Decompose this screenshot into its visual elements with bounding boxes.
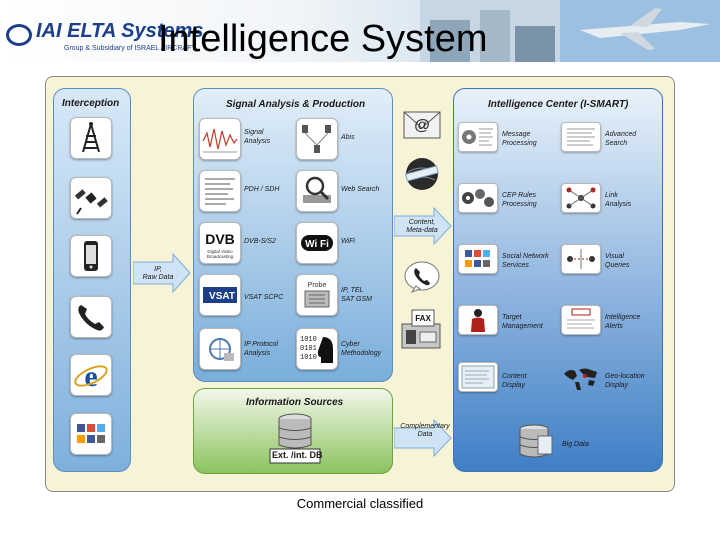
information-sources-title: Information Sources xyxy=(246,397,344,408)
big-data-label: Big Data xyxy=(562,441,589,448)
svg-text:1010: 1010 xyxy=(300,354,317,362)
antenna-tower-icon xyxy=(70,117,112,159)
waveform-icon xyxy=(199,118,241,160)
complementary-label: Complementary Data xyxy=(400,423,450,438)
vsat-label: VSAT SCPC xyxy=(244,294,284,301)
social-network-label: Social Network Services xyxy=(502,253,549,269)
mobile-phone-icon xyxy=(70,235,112,277)
gears-icon xyxy=(458,183,498,213)
complementary-arrow xyxy=(394,418,452,458)
link-graph-icon xyxy=(561,183,601,213)
interception-title: Interception xyxy=(62,98,120,109)
visual-query-icon xyxy=(561,244,601,274)
satellite-icon xyxy=(70,177,112,219)
message-processing-label: Message Processing xyxy=(502,131,537,147)
visual-queries-label: Visual Queries xyxy=(605,253,630,269)
gears-doc-icon xyxy=(458,122,498,152)
svg-text:@: @ xyxy=(414,117,430,134)
signal-analysis-label: Signal Analysis xyxy=(244,129,271,145)
content-meta-arrow xyxy=(394,206,452,246)
logo-text: IAI ELTA Systems xyxy=(36,20,204,42)
magnifier-laptop-icon xyxy=(296,170,338,212)
svg-text:1010: 1010 xyxy=(300,336,317,344)
cyber-methodology-label: Cyber Methodology xyxy=(341,341,382,357)
network-nodes-icon xyxy=(296,118,338,160)
social-media-icon xyxy=(70,413,112,455)
ip-protocol-label: IP Protocol Analysis xyxy=(244,341,278,357)
link-analysis-label: Link Analysis xyxy=(605,192,632,208)
alert-doc-icon xyxy=(561,305,601,335)
phone-bubble-icon xyxy=(404,261,440,294)
iai-logo-icon xyxy=(6,24,32,46)
dvb-tile-text: DVB xyxy=(205,231,235,247)
geo-location-label: Geo-location Display xyxy=(605,373,645,389)
world-map-icon xyxy=(564,368,597,390)
protocol-icon xyxy=(199,328,241,370)
svg-text:e: e xyxy=(84,360,97,393)
pdh-sdh-label: PDH / SDH xyxy=(244,186,280,193)
svg-text:Broadcasting: Broadcasting xyxy=(207,254,234,259)
interception-panel: Interception e xyxy=(53,88,131,472)
target-person-icon xyxy=(458,305,498,335)
header-banner: IAI ELTA Systems Group & Subsidiary of I… xyxy=(0,0,720,62)
aircraft-photo xyxy=(560,0,720,62)
footer-classification: Commercial classified xyxy=(296,496,424,511)
intelligence-alerts-label: Intelligence Alerts xyxy=(605,314,641,330)
cep-rules-label: CEP Rules Processing xyxy=(502,192,537,208)
fax-text: FAX xyxy=(415,314,431,323)
wifi-label: WiFi xyxy=(341,238,355,245)
globe-icon xyxy=(404,158,439,190)
ip-raw-label: IP, Raw Data xyxy=(142,266,174,281)
email-icon: @ xyxy=(403,111,441,139)
telephone-icon xyxy=(70,296,112,338)
vsat-logo-icon: VSAT xyxy=(199,274,241,316)
svg-text:Digital Video: Digital Video xyxy=(207,249,233,254)
probe-tile-text: Probe xyxy=(308,282,327,289)
target-management-label: Target Management xyxy=(502,314,543,330)
ip-tel-sat-gsm-label: IP, TEL SAT GSM xyxy=(341,287,372,303)
web-search-label: Web Search xyxy=(341,186,380,193)
logo-subtitle: Group & Subsidiary of ISRAEL AIRCRAFT xyxy=(64,45,196,52)
building-photo xyxy=(420,0,560,62)
ip-raw-arrow xyxy=(133,252,191,294)
svg-text:0101: 0101 xyxy=(300,345,317,353)
intelligence-center-title: Intelligence Center (I-SMART) xyxy=(488,99,629,110)
wifi-logo-icon: Wi Fi xyxy=(296,222,338,264)
page-title: Intelligence System xyxy=(158,18,488,60)
document-list-icon xyxy=(199,170,241,212)
db-label: Ext. /int. DB xyxy=(272,450,323,460)
company-logo: IAI ELTA Systems Group & Subsidiary of I… xyxy=(6,20,203,54)
probe-icon: Probe xyxy=(296,274,338,316)
information-sources-panel: Information Sources Ext. /int. DB xyxy=(193,388,393,474)
content-display-label: Content Display xyxy=(502,373,527,389)
intelligence-center-panel: Intelligence Center (I-SMART) xyxy=(453,88,663,472)
advanced-search-label: Advanced Search xyxy=(605,131,637,147)
vsat-tile-text: VSAT xyxy=(209,291,235,302)
database-icon xyxy=(519,424,553,458)
fax-icon: FAX xyxy=(401,309,441,349)
content-screen-icon xyxy=(458,362,498,392)
social-network-icon xyxy=(458,244,498,274)
wifi-tile-text: Wi Fi xyxy=(305,239,329,250)
database-icon xyxy=(269,413,321,464)
internet-explorer-icon: e xyxy=(70,354,112,396)
dvb-label: DVB-S/S2 xyxy=(244,238,276,245)
signal-analysis-title: Signal Analysis & Production xyxy=(226,99,366,110)
abis-label: Abis xyxy=(341,134,355,141)
search-doc-icon xyxy=(561,122,601,152)
content-meta-label: Content, Meta-data xyxy=(406,219,438,234)
